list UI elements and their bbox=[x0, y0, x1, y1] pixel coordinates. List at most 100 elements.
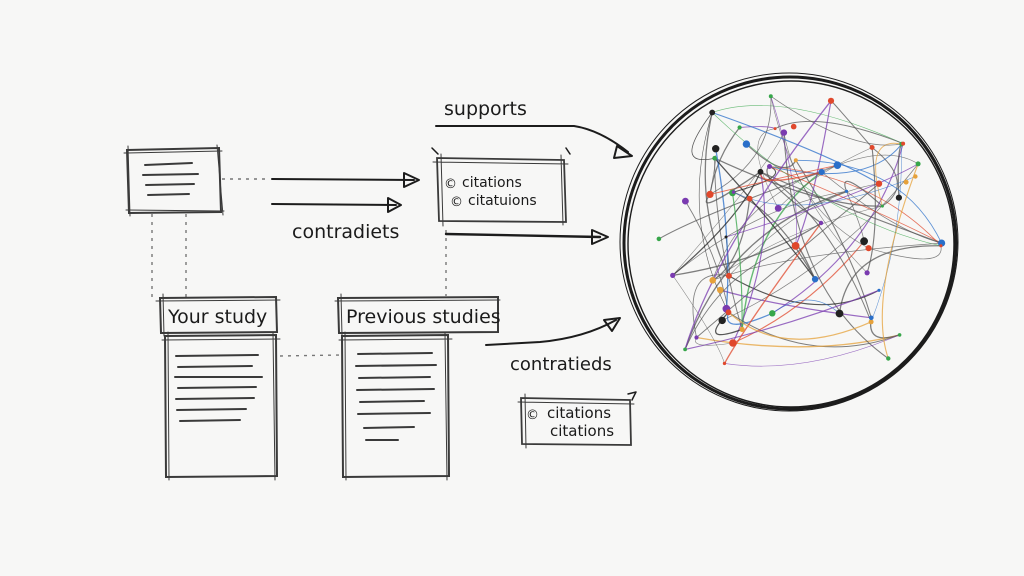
network-link bbox=[728, 311, 872, 340]
network-node bbox=[742, 140, 751, 148]
network-node bbox=[869, 315, 874, 321]
citation-box-top: © citations © citatuions bbox=[431, 147, 571, 227]
sphere-outline bbox=[627, 80, 955, 408]
network-node bbox=[869, 145, 875, 150]
network-link bbox=[869, 317, 900, 339]
citation-line-1: citations bbox=[462, 175, 522, 191]
network-node bbox=[737, 125, 742, 130]
network-link bbox=[685, 200, 729, 313]
network-link bbox=[795, 100, 832, 247]
network-link bbox=[739, 126, 776, 130]
network-node bbox=[875, 180, 883, 187]
network-node bbox=[939, 244, 943, 248]
citation-line-1: citations bbox=[547, 404, 611, 422]
network-node bbox=[901, 141, 906, 146]
network-node bbox=[670, 272, 676, 278]
network-link bbox=[704, 112, 730, 277]
network-node bbox=[694, 335, 699, 340]
top-arrows bbox=[271, 172, 420, 213]
network-node bbox=[722, 361, 727, 366]
network-link bbox=[772, 299, 840, 314]
network-link bbox=[769, 143, 902, 175]
network-node bbox=[827, 97, 835, 104]
network-node bbox=[895, 194, 903, 201]
network-link bbox=[783, 132, 869, 249]
dotted-connectors bbox=[151, 178, 447, 357]
network-link bbox=[868, 245, 942, 260]
network-node bbox=[656, 236, 662, 242]
your-study-card: Your study bbox=[155, 293, 281, 481]
network-node bbox=[717, 286, 724, 294]
contradicts-label-bottom: contratieds bbox=[510, 354, 612, 375]
network-link bbox=[728, 183, 880, 277]
network-link bbox=[684, 190, 847, 350]
network-link bbox=[757, 128, 779, 209]
contradicts-label-top: contradiets bbox=[292, 221, 399, 243]
citation-box-bottom: © citations citations bbox=[517, 391, 637, 449]
network-node bbox=[712, 155, 717, 161]
network-link bbox=[723, 222, 822, 364]
network-link bbox=[760, 171, 942, 244]
network-node bbox=[731, 190, 736, 194]
network-link bbox=[866, 147, 876, 273]
network-link bbox=[795, 159, 942, 244]
network-link bbox=[714, 157, 816, 280]
network-node bbox=[725, 272, 732, 279]
network-link bbox=[778, 147, 873, 209]
network-link bbox=[712, 205, 883, 281]
network-node bbox=[880, 204, 884, 208]
network-node bbox=[833, 161, 842, 169]
network-link bbox=[696, 334, 900, 348]
network-node bbox=[793, 158, 798, 163]
network-node bbox=[865, 245, 872, 252]
network-node bbox=[790, 123, 797, 130]
network-link bbox=[733, 176, 916, 206]
network-link bbox=[745, 143, 797, 169]
network-node bbox=[769, 310, 776, 317]
sphere-outline bbox=[619, 72, 959, 412]
network-link bbox=[712, 111, 880, 185]
network-link bbox=[770, 95, 904, 146]
supports-label: supports bbox=[444, 98, 527, 120]
network-node bbox=[709, 109, 716, 116]
network-link bbox=[770, 96, 868, 273]
network-link bbox=[658, 171, 822, 240]
network-link bbox=[709, 164, 838, 195]
network-link bbox=[733, 166, 776, 193]
previous-studies-card: Previous studies bbox=[334, 293, 501, 481]
citation-bullet-icon: © bbox=[444, 177, 457, 192]
network-node bbox=[729, 339, 737, 347]
network-node bbox=[868, 319, 874, 325]
network-link bbox=[712, 105, 904, 144]
sphere-outline bbox=[622, 75, 958, 411]
network-link bbox=[795, 160, 872, 318]
network-node bbox=[746, 195, 753, 202]
network-link bbox=[712, 242, 942, 281]
network-node bbox=[767, 164, 772, 169]
network-node bbox=[709, 277, 716, 284]
network-link bbox=[724, 334, 900, 367]
network-node bbox=[780, 129, 788, 136]
network-node bbox=[913, 174, 918, 179]
network-link bbox=[728, 311, 900, 348]
citation-bullet-icon: © bbox=[526, 408, 539, 423]
network-link bbox=[731, 192, 743, 330]
network-node bbox=[915, 161, 921, 167]
network-link bbox=[875, 142, 902, 207]
network-link bbox=[672, 171, 762, 276]
network-link bbox=[714, 158, 743, 330]
network-node bbox=[682, 197, 689, 205]
network-link bbox=[705, 171, 761, 204]
network-node bbox=[877, 288, 881, 292]
network-node bbox=[811, 276, 819, 283]
network-node bbox=[835, 309, 844, 318]
previous-studies-title: Previous studies bbox=[346, 306, 501, 328]
network-link bbox=[871, 147, 898, 207]
network-link bbox=[844, 181, 883, 207]
network-link bbox=[714, 157, 883, 207]
network-link bbox=[691, 112, 715, 160]
network-node bbox=[706, 190, 714, 198]
network-link bbox=[770, 96, 797, 246]
network-node bbox=[774, 204, 782, 212]
citation-bullet-icon: © bbox=[450, 195, 463, 210]
